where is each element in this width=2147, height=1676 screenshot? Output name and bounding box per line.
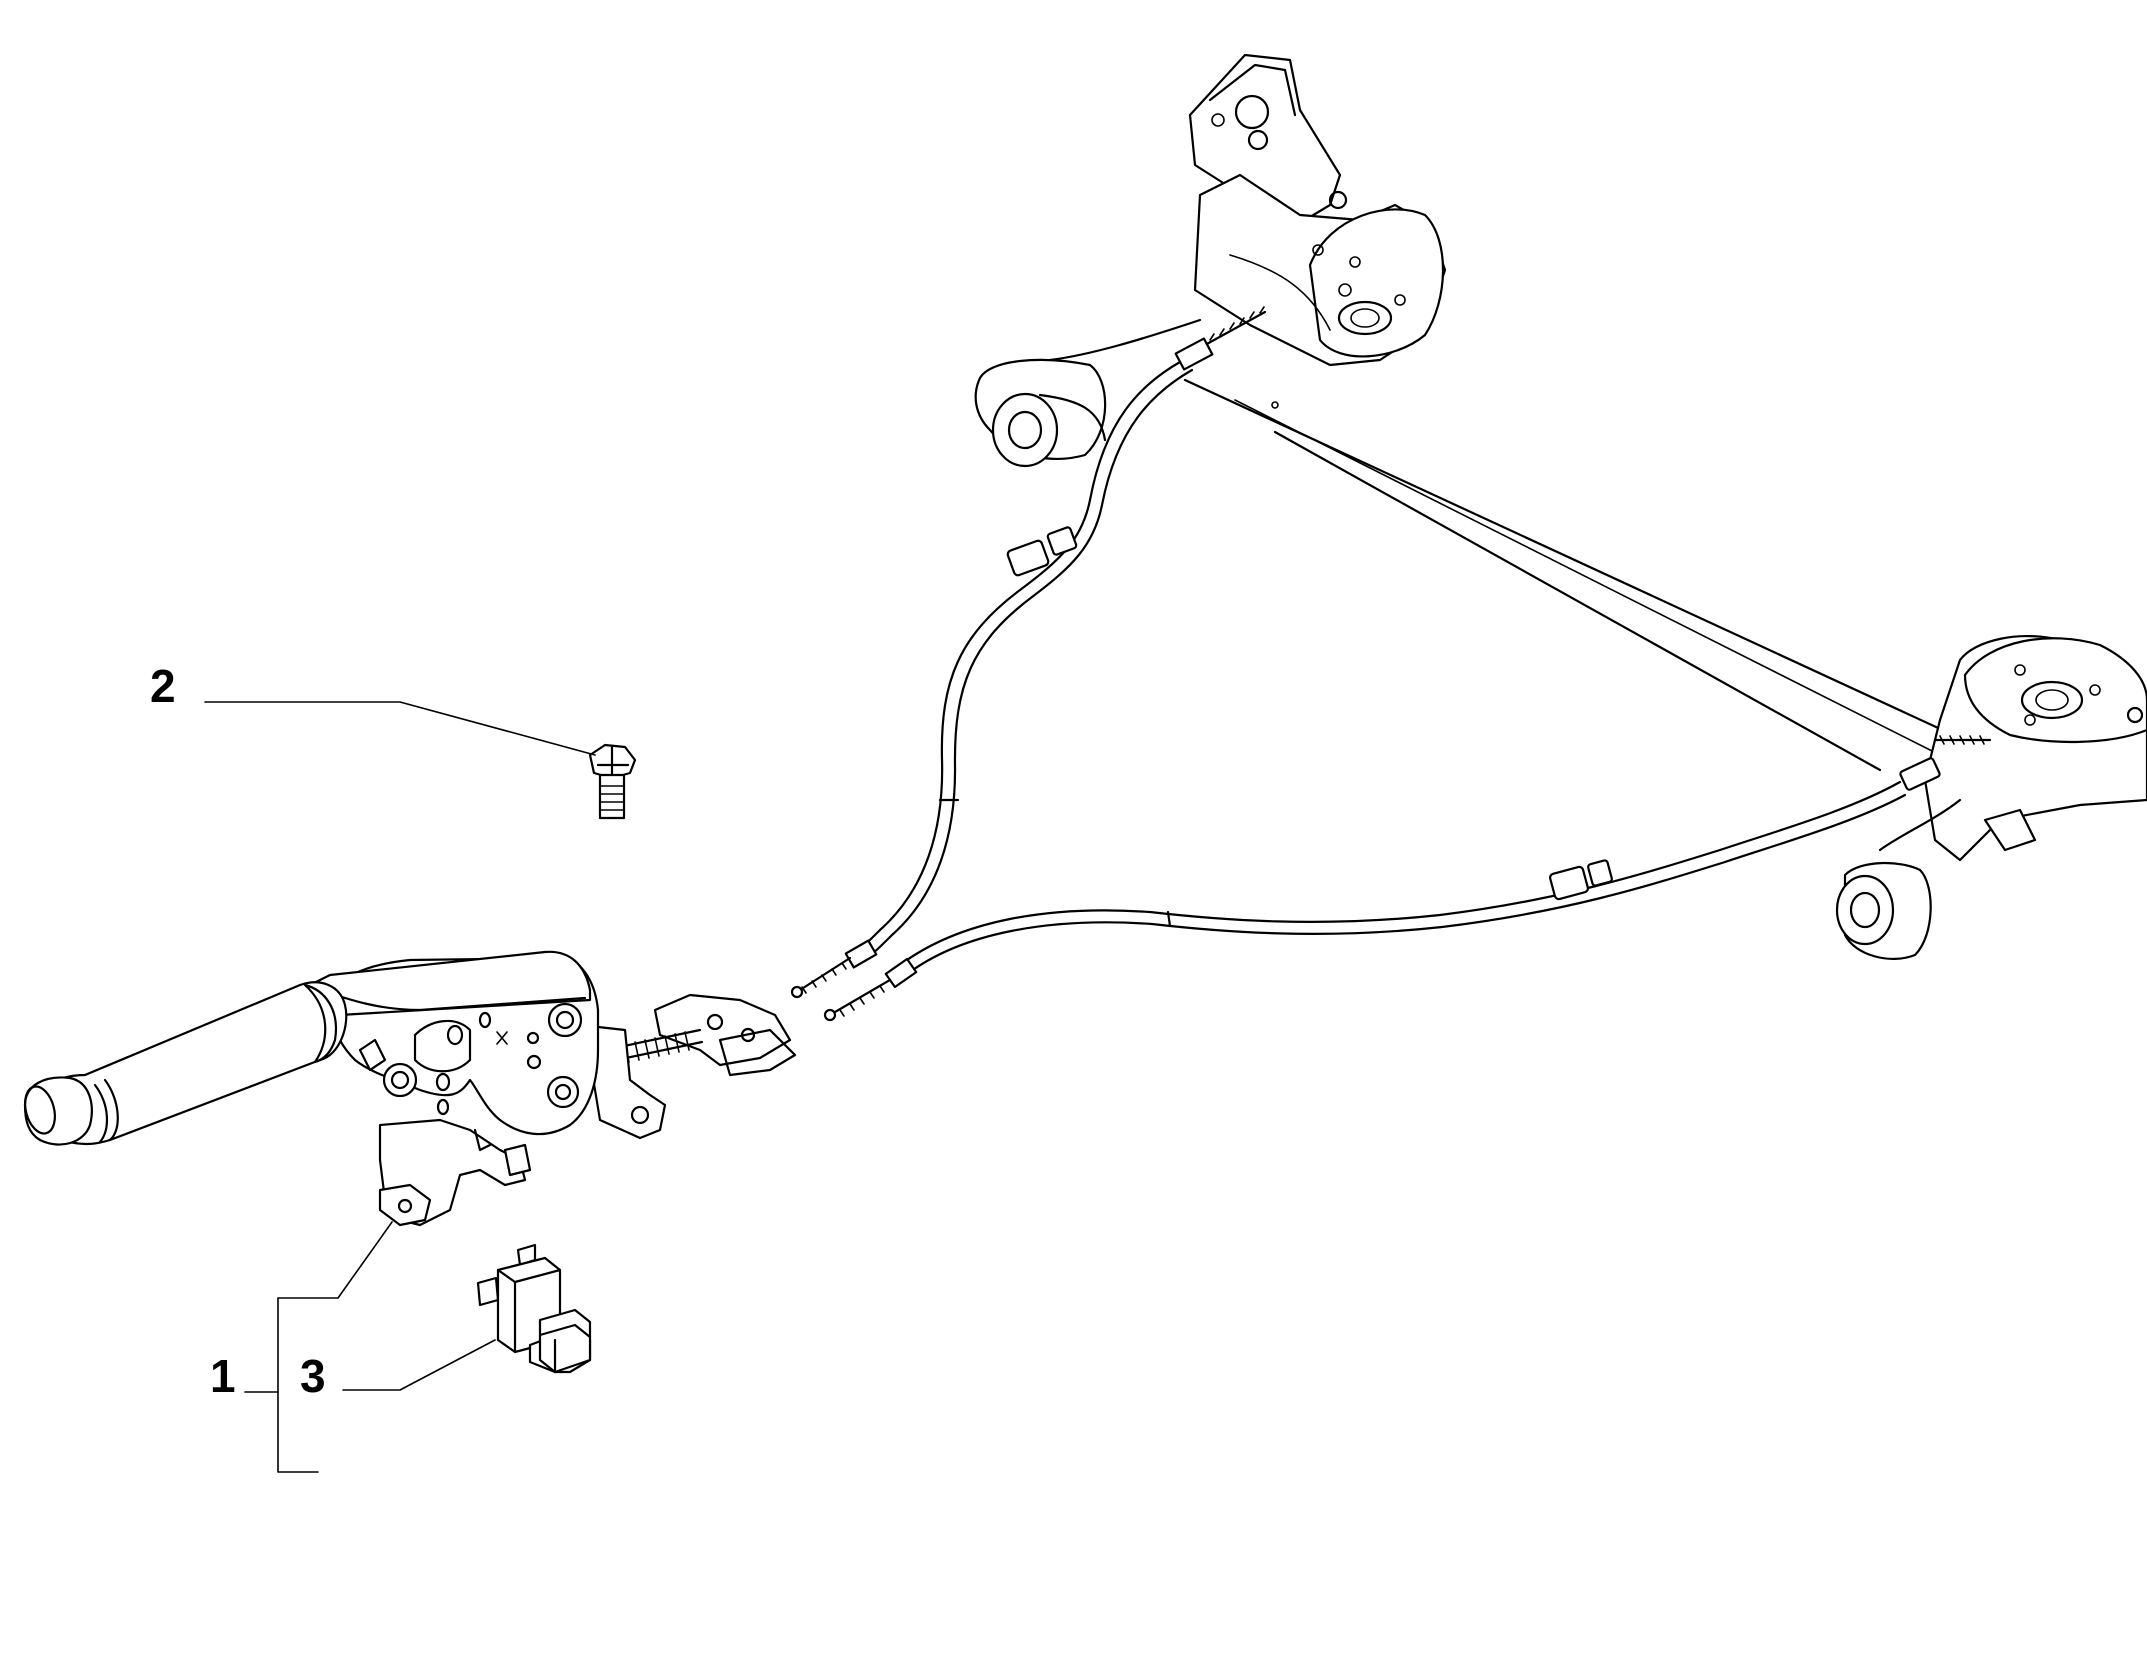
handbrake-switch xyxy=(476,1243,592,1374)
right-brake-cable xyxy=(823,735,1992,1022)
callout-leaders xyxy=(204,701,596,1473)
left-axle-mount xyxy=(974,53,1447,468)
callout-number-1: 1 xyxy=(210,1350,236,1402)
left-brake-cable xyxy=(790,306,1267,999)
callout-number-2: 2 xyxy=(150,660,176,712)
callout-number-3: 3 xyxy=(300,1350,326,1402)
handbrake-lever-assembly xyxy=(23,950,797,1227)
rear-axle-beam xyxy=(1183,378,1977,772)
bolt-part xyxy=(588,743,637,820)
right-axle-mount xyxy=(1835,634,2147,960)
